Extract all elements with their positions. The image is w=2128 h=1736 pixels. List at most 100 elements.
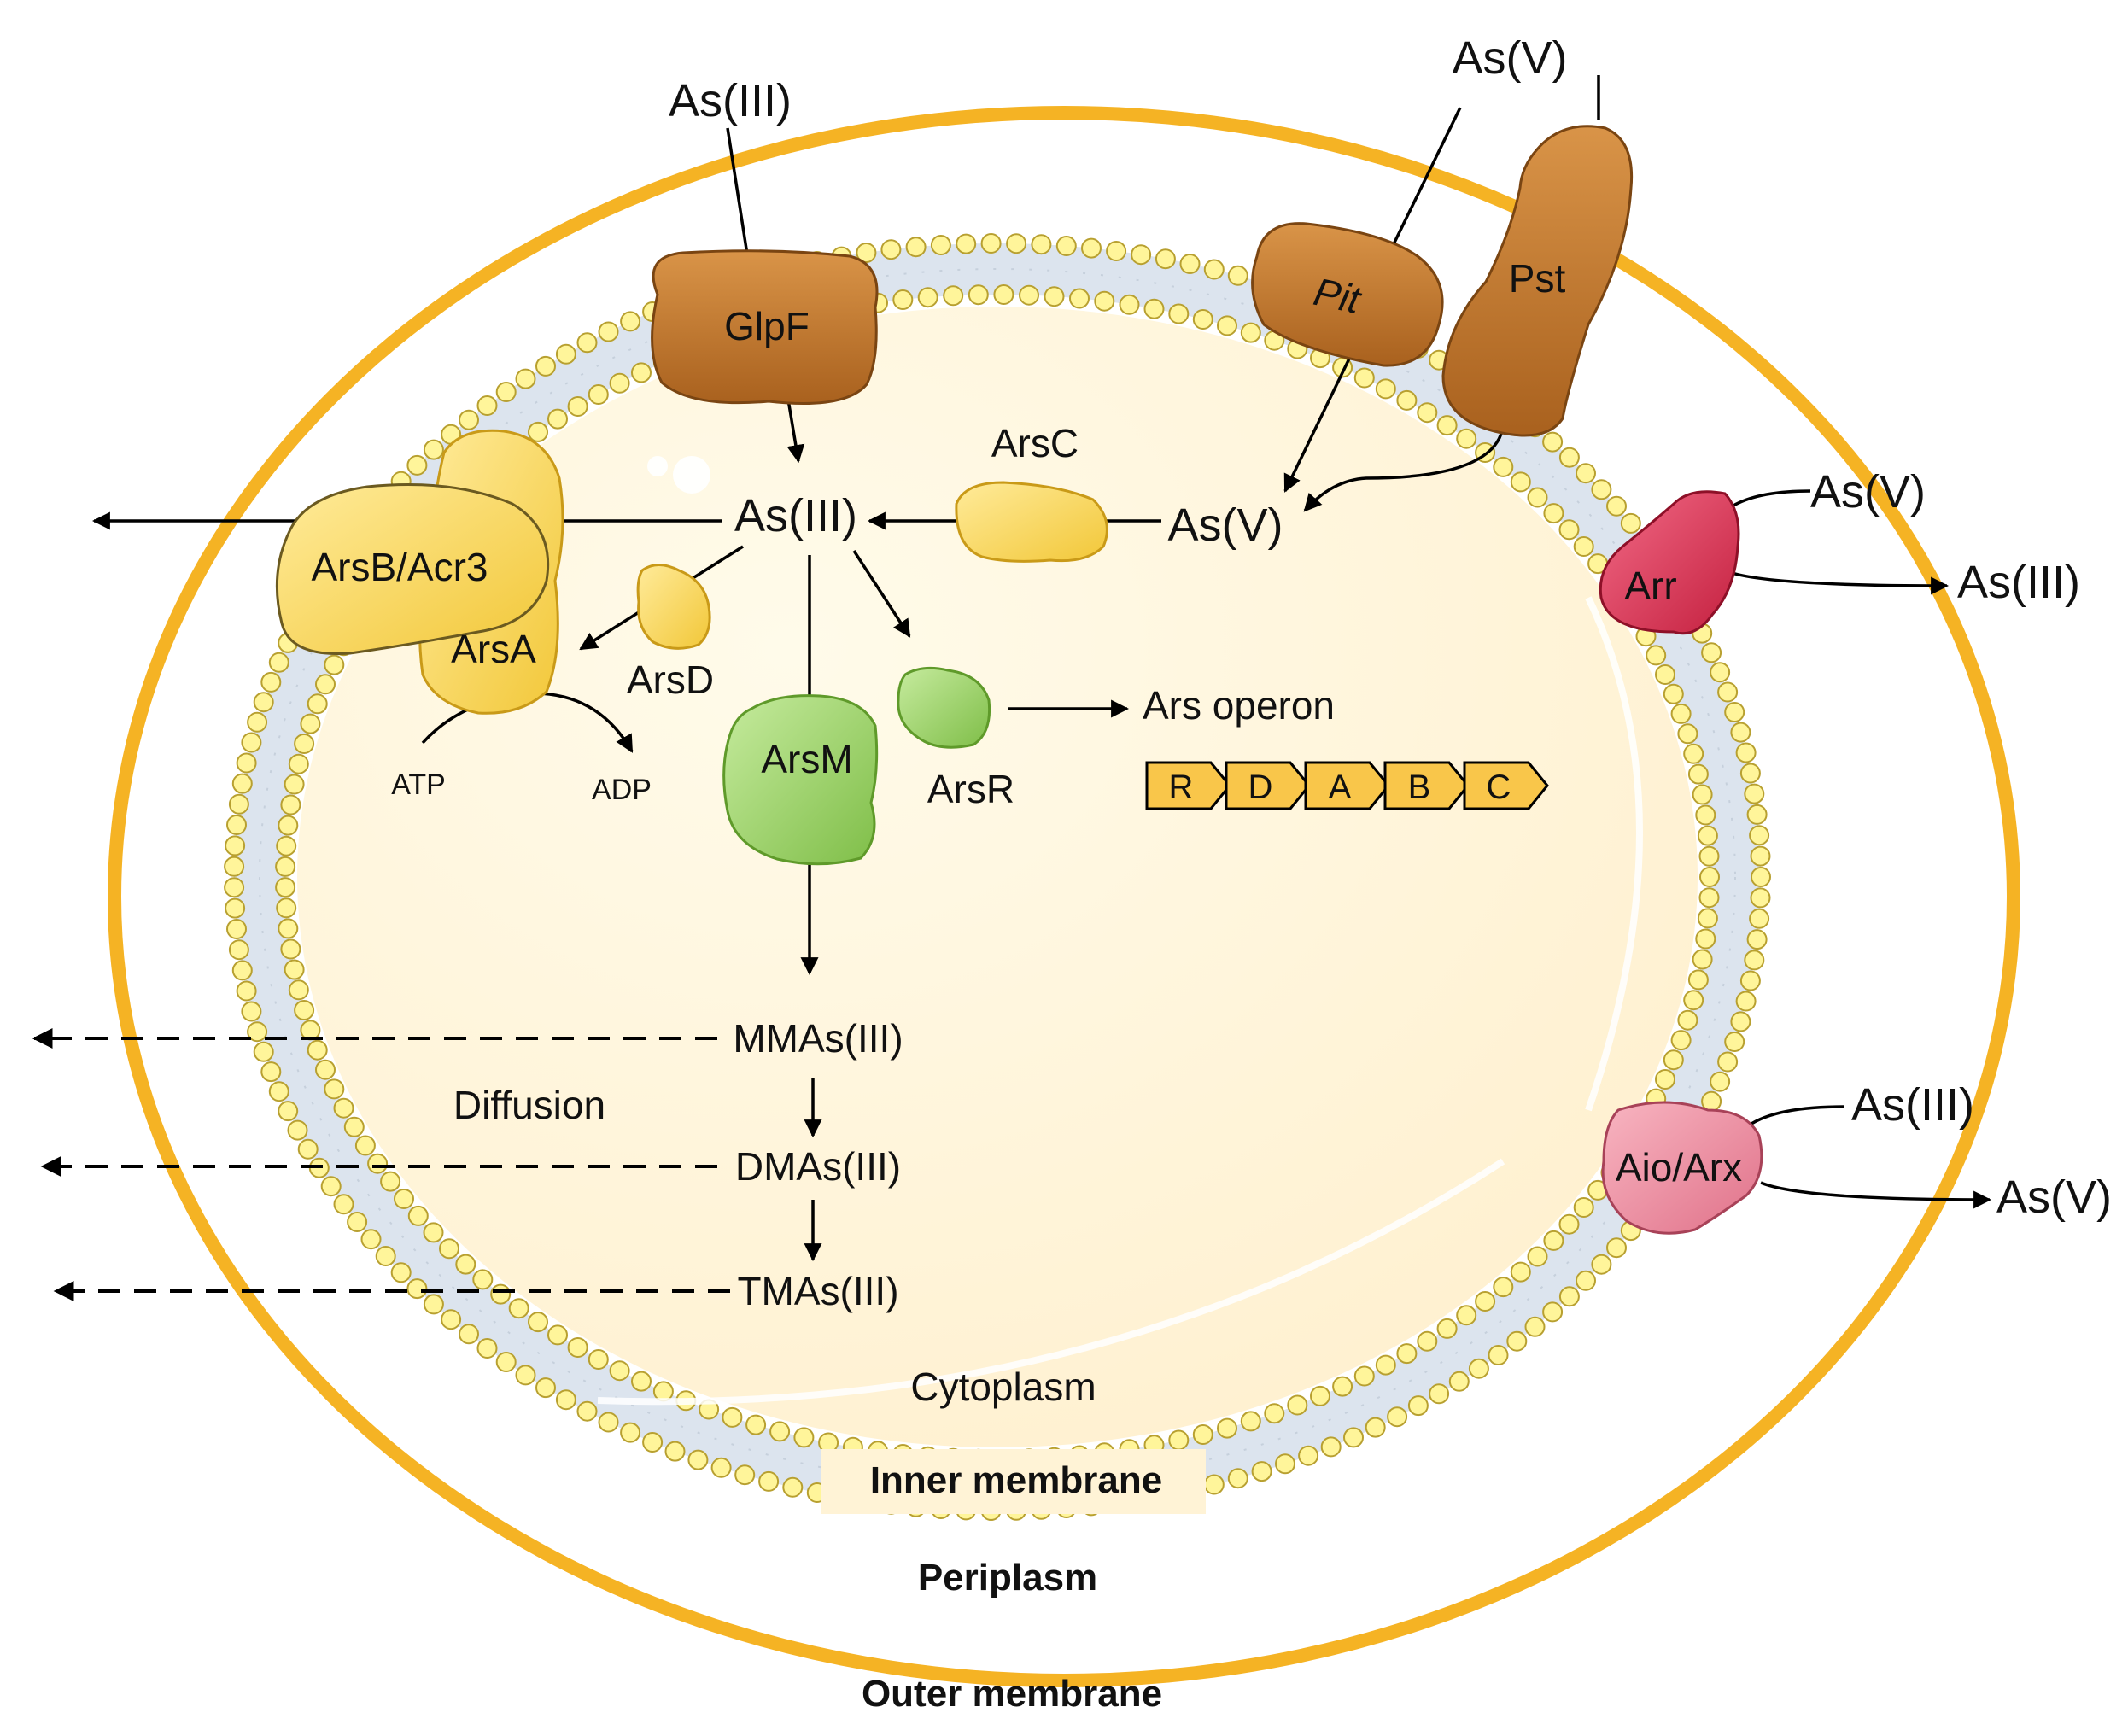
lipid-head [1240, 1411, 1261, 1432]
lipid-head [300, 713, 321, 734]
aio-output-label: As(V) [1996, 1172, 2112, 1223]
lipid-head [276, 897, 297, 919]
lipid-head [1192, 309, 1213, 330]
glpf-label: GlpF [724, 304, 810, 348]
lipid-head [1751, 867, 1771, 887]
lipid-head [1429, 1383, 1450, 1405]
inner-membrane-label-bg [821, 1449, 1206, 1514]
lipid-head [1044, 286, 1065, 307]
arr-protein[interactable] [1599, 490, 1740, 635]
lipid-head [555, 343, 576, 365]
lipid-head [734, 1464, 756, 1486]
gene-a: A [1304, 761, 1390, 810]
lipid-head [535, 1377, 556, 1399]
lipid-head [1750, 887, 1771, 909]
lipid-head [278, 815, 299, 836]
lipid-head [664, 1441, 686, 1462]
lipid-head [333, 1097, 354, 1119]
lipid-head [1251, 1461, 1272, 1482]
lipid-head [1573, 536, 1594, 557]
lipid-head [1031, 234, 1052, 255]
lipid-head [1448, 1371, 1470, 1392]
arsb-acr3-protein[interactable] [275, 483, 550, 656]
lipid-head [1155, 248, 1176, 270]
lipid-head [1558, 519, 1580, 541]
glpf-protein[interactable] [651, 249, 879, 405]
lipid-head [1264, 1403, 1285, 1424]
lipid-head [241, 1001, 262, 1022]
lipid-head [555, 1389, 576, 1411]
lipid-head [490, 1283, 512, 1305]
lipid-head [284, 959, 305, 980]
gene-b: B [1383, 761, 1470, 810]
lipid-head [276, 835, 297, 856]
lipid-head [1620, 512, 1641, 534]
lipid-head [528, 1312, 548, 1333]
lipid-head [1735, 991, 1757, 1012]
lipid-head [856, 243, 877, 263]
lipid-head [1739, 970, 1761, 991]
lipid-head [1698, 845, 1720, 867]
lipid-head [472, 1269, 494, 1290]
proteins [275, 125, 1763, 1235]
lipid-head [1744, 950, 1765, 971]
lipid-head [231, 773, 253, 794]
lipid-head [1576, 1270, 1596, 1291]
lipid-head [228, 939, 249, 961]
gene-d: D [1225, 761, 1311, 810]
lipid-head [268, 1081, 289, 1102]
lipid-head [631, 362, 652, 383]
lipid-head [226, 919, 247, 939]
arsd-label: ArsD [627, 658, 714, 702]
lipid-head [1375, 1354, 1396, 1376]
lipid-head [956, 233, 977, 254]
pst-protein[interactable] [1441, 125, 1634, 437]
arsm-label: ArsM [761, 737, 852, 781]
lipid-head [1168, 303, 1190, 324]
lipid-head [1739, 763, 1761, 784]
arsm-protein[interactable] [722, 694, 879, 866]
arsr-protein[interactable] [897, 666, 991, 749]
lipid-head [567, 396, 588, 417]
lipid-head [576, 1400, 598, 1422]
outer-membrane-label: Outer membrane [862, 1673, 1162, 1715]
lipid-head [297, 1138, 319, 1160]
lipid-head [231, 960, 253, 981]
lipid-head [1203, 259, 1225, 280]
lipid-head [1576, 463, 1596, 484]
lipid-head [278, 918, 299, 939]
lipid-head [253, 692, 274, 713]
lipid-head [793, 1427, 815, 1448]
lipid-head [320, 1176, 342, 1197]
lipid-head [333, 1194, 354, 1215]
lipid-head [1456, 428, 1477, 449]
lipid-head [1524, 1316, 1546, 1337]
pit-protein[interactable] [1251, 222, 1444, 367]
inner-membrane-label: Inner membrane [870, 1459, 1162, 1501]
lipid-head [547, 1324, 568, 1346]
lipid-head [1179, 254, 1201, 274]
lipid-head [782, 1476, 804, 1498]
lipid-head [1217, 1417, 1237, 1439]
arsd-protein[interactable] [636, 564, 711, 650]
aio-arx-protein[interactable] [1601, 1101, 1763, 1235]
lipid-head [609, 1360, 630, 1382]
lipid-head [1677, 1009, 1698, 1031]
arr-input-label: As(V) [1810, 466, 1926, 517]
lipid-head [1744, 783, 1765, 804]
lipid-head [476, 1338, 498, 1359]
arsc-protein[interactable] [955, 481, 1108, 563]
arr-label: Arr [1624, 564, 1676, 608]
lipid-head [1677, 723, 1698, 745]
lipid-head [710, 1457, 732, 1478]
lipid-head [1168, 1429, 1190, 1451]
lipid-head [1332, 1376, 1353, 1397]
lipid-head [1365, 1417, 1386, 1438]
lipid-head [1558, 1286, 1580, 1307]
lipid-head [917, 287, 938, 308]
lipid-head [1663, 1049, 1684, 1071]
lipid-head [1698, 887, 1720, 909]
lipid-head [1436, 1318, 1458, 1339]
lipid-head [394, 1189, 414, 1209]
